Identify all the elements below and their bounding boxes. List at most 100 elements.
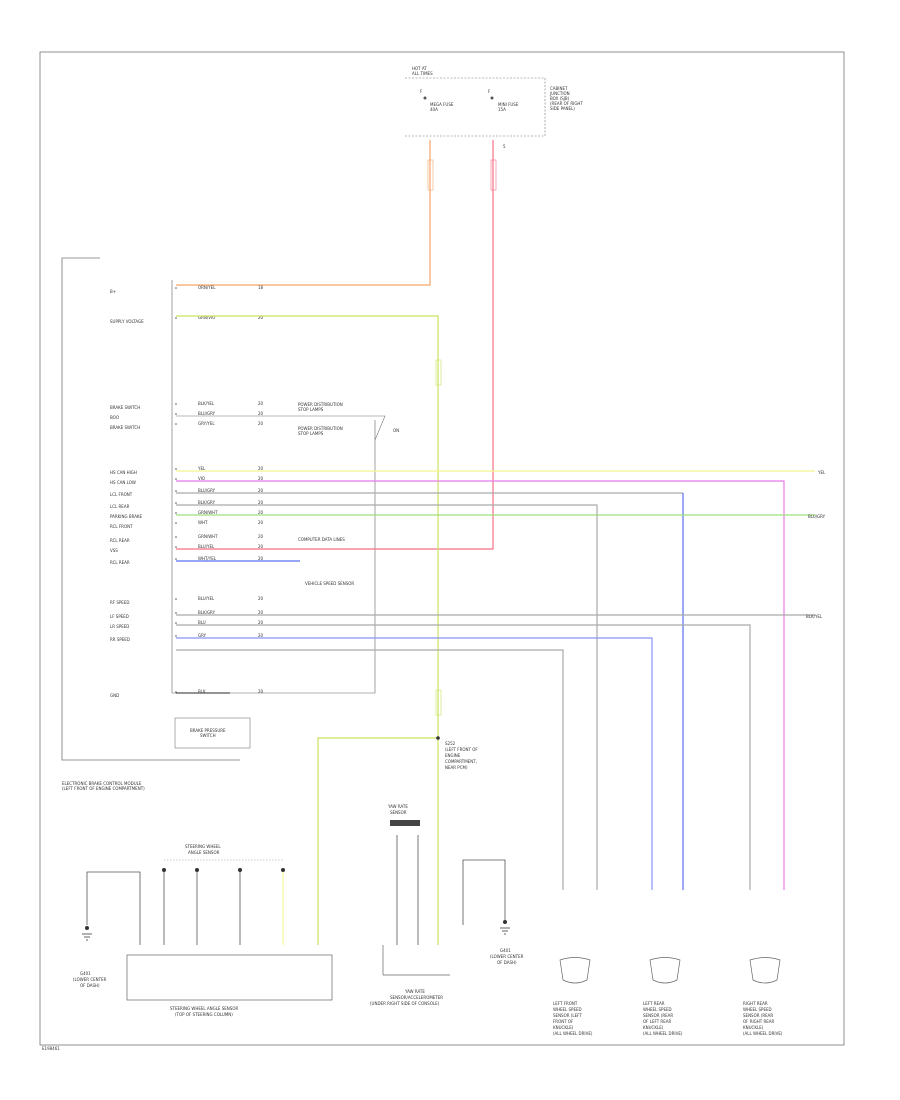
footer-code: E198461: [42, 1046, 60, 1051]
module-wire-gauge: 20: [258, 411, 264, 416]
steering-sensor-body: [126, 954, 333, 1001]
module-pin-label: BRAKE SWITCH: [110, 425, 140, 430]
module-outline: [61, 257, 240, 761]
module-wire-gauge: 20: [258, 534, 264, 539]
module-wire-gauge: 20: [258, 556, 264, 561]
wheel-sensor-caption: SENSOR (REAR: [643, 1013, 673, 1018]
splice-note-2: (LEFT FRONT OF: [445, 747, 478, 752]
module-pin-dot: [175, 317, 177, 319]
wire-brake-switch-link: [176, 415, 386, 441]
fuse-block-outline: [405, 77, 546, 137]
module-pin-label: VSS: [110, 548, 118, 553]
module-pin-label: LR SPEED: [110, 624, 129, 629]
yaw-title-2: SENSOR: [390, 810, 407, 815]
wire-pink: [176, 140, 494, 550]
right-edge-tag-yel: YEL: [817, 470, 826, 475]
module-pin-dot: [175, 502, 177, 504]
module-pin-dot: [175, 558, 177, 560]
module-pin-label: GND: [110, 693, 119, 698]
wire-yellow-green-branch: [317, 737, 438, 945]
module-wire-code: BLU/GRY: [198, 411, 216, 416]
ground-mid-1: G401: [500, 948, 511, 953]
wheel-sensor-caption: OF LEFT REAR: [643, 1019, 671, 1024]
ground-left: G401 (LOWER CENTER OF DASH): [73, 926, 107, 988]
module-wire-gauge: 20: [258, 500, 264, 505]
module-wire-code: GRY: [198, 633, 207, 638]
ref-computer-data-lines: COMPUTER DATA LINES: [298, 537, 345, 542]
module-wire-code: YEL: [197, 466, 206, 471]
fuse-b-label-3: 15A: [498, 107, 506, 112]
brake-pressure-switch-label-1: BRAKE PRESSURE: [190, 728, 226, 733]
wheel-sensor-caption: (ALL WHEEL DRIVE): [643, 1031, 683, 1036]
module-wire-gauge: 20: [258, 421, 264, 426]
wire-yellow-green: [176, 315, 439, 945]
module-pin-dot: [175, 598, 177, 600]
module-pin-dot: [175, 546, 177, 548]
wheel-sensor-caption: LEFT FRONT: [553, 1001, 578, 1006]
module-wire-gauge: 20: [258, 596, 264, 601]
module-pin-label: RF SPEED: [110, 600, 129, 605]
module-wire-gauge: 20: [258, 510, 264, 515]
ground-left-3: OF DASH): [80, 983, 100, 988]
wire-tags: [427, 159, 497, 716]
module-wire-code: WHT/YEL: [198, 556, 217, 561]
module-pin-dot: [175, 522, 177, 524]
fuse-panel-label-2: JUNCTION: [549, 91, 570, 96]
module-wire-code: BLU/YEL: [198, 596, 215, 601]
wheel-sensor-caption: KNUCKLE): [743, 1025, 764, 1030]
module-wire-gauge: 20: [258, 315, 264, 320]
module-pin-dot: [175, 478, 177, 480]
splice-note-5: NEAR PCM): [445, 765, 468, 770]
module-wire-gauge: 20: [258, 520, 264, 525]
module-wire-gauge: 20: [258, 620, 264, 625]
ref-stop-lamps-1: STOP LAMPS: [298, 407, 324, 412]
module-wire-code: BLU/GRY: [198, 488, 216, 493]
module-pin-dot: [175, 536, 177, 538]
module-pin-label: RCL REAR: [110, 560, 130, 565]
fuse-a-label-1: F: [420, 89, 423, 94]
module-pin-label: B+: [110, 289, 116, 294]
module-inner-outline: [171, 280, 376, 694]
fuse-block-title-1: HOT AT: [412, 66, 427, 71]
right-edge-tags: YEL BLU/GRY BLK/YEL: [806, 470, 826, 619]
module-wire-code: GRN/WHT: [198, 510, 218, 515]
fuse-b-label-1: F: [488, 89, 491, 94]
wheel-sensor-caption: OF RIGHT REAR: [743, 1019, 775, 1024]
wire-orange: [176, 140, 431, 286]
ground-mid: G401 (LOWER CENTER OF DASH): [490, 920, 524, 965]
module-pin-label: SUPPLY VOLTAGE: [110, 319, 144, 324]
ebcm-module: ELECTRONIC BRAKE CONTROL MODULE (LEFT FR…: [61, 257, 399, 791]
fuse-panel-label-4: (REAR OF RIGHT: [550, 101, 583, 106]
wheel-sensor-caption: FRONT OF: [553, 1019, 574, 1024]
module-pin-dot: [175, 635, 177, 637]
wheel-sensor-caption: KNUCKLE): [553, 1025, 574, 1030]
module-pin-label: LF SPEED: [110, 614, 129, 619]
wire-ground-mid: [462, 859, 506, 925]
fuse-panel-label-1: CABINET: [550, 86, 568, 91]
module-wire-code: ORN/YEL: [198, 285, 216, 290]
ref-stop-lamps-2: STOP LAMPS: [298, 431, 324, 436]
ground-mid-2: (LOWER CENTER: [490, 954, 524, 959]
fuse-block: HOT AT ALL TIMES F MEGA FUSE 40A F MINI …: [405, 66, 583, 149]
fuse-panel-label-3: BOX (SJB): [550, 96, 570, 101]
module-wire-code: WHT: [198, 520, 208, 525]
wheel-sensor-caption: (ALL WHEEL DRIVE): [743, 1031, 783, 1036]
module-wire-code: GRY/YEL: [198, 421, 215, 426]
fuse-b-icon: [490, 96, 494, 100]
yaw-caption-1: YAW RATE: [404, 989, 425, 994]
module-wire-code: GRN/VIO: [198, 315, 215, 320]
module-name-1: ELECTRONIC BRAKE CONTROL MODULE: [62, 781, 142, 786]
module-pin-label: PARKING BRAKE: [110, 514, 143, 519]
module-wire-gauge: 20: [258, 466, 264, 471]
module-wire-code: BLU/YEL: [198, 544, 215, 549]
steering-caption-2: (TOP OF STEERING COLUMN): [175, 1012, 233, 1017]
module-pin-label: LCL REAR: [110, 504, 130, 509]
yaw-title-1: YAW RATE: [387, 804, 408, 809]
module-pin-dot: [175, 612, 177, 614]
module-wire-code: BLK/YEL: [198, 401, 215, 406]
wire-gray-5: [176, 649, 564, 890]
module-pin-label: LCL FRONT: [110, 492, 133, 497]
module-wire-gauge: 18: [258, 285, 264, 290]
module-pin-dot: [175, 490, 177, 492]
